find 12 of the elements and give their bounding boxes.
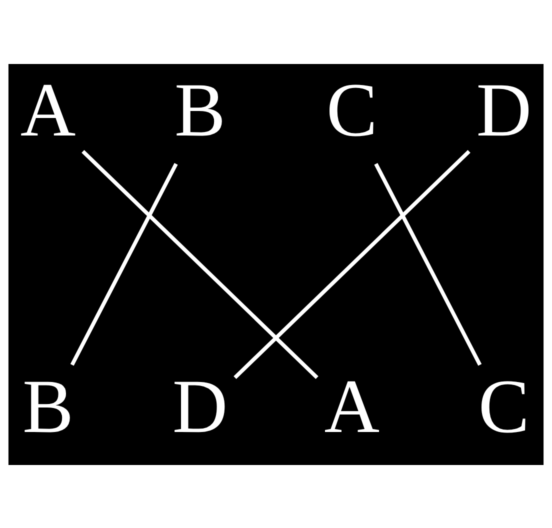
connector [374,162,482,366]
node-text: A [324,363,380,448]
node-text: D [476,67,532,152]
node-text: B [22,363,74,448]
connector [70,162,178,366]
node-text: C [326,67,378,152]
connector [82,149,318,378]
node-text: B [174,67,226,152]
node-text: C [478,363,530,448]
node-text: A [20,67,76,152]
node-text: D [172,363,228,448]
connector [234,149,470,378]
